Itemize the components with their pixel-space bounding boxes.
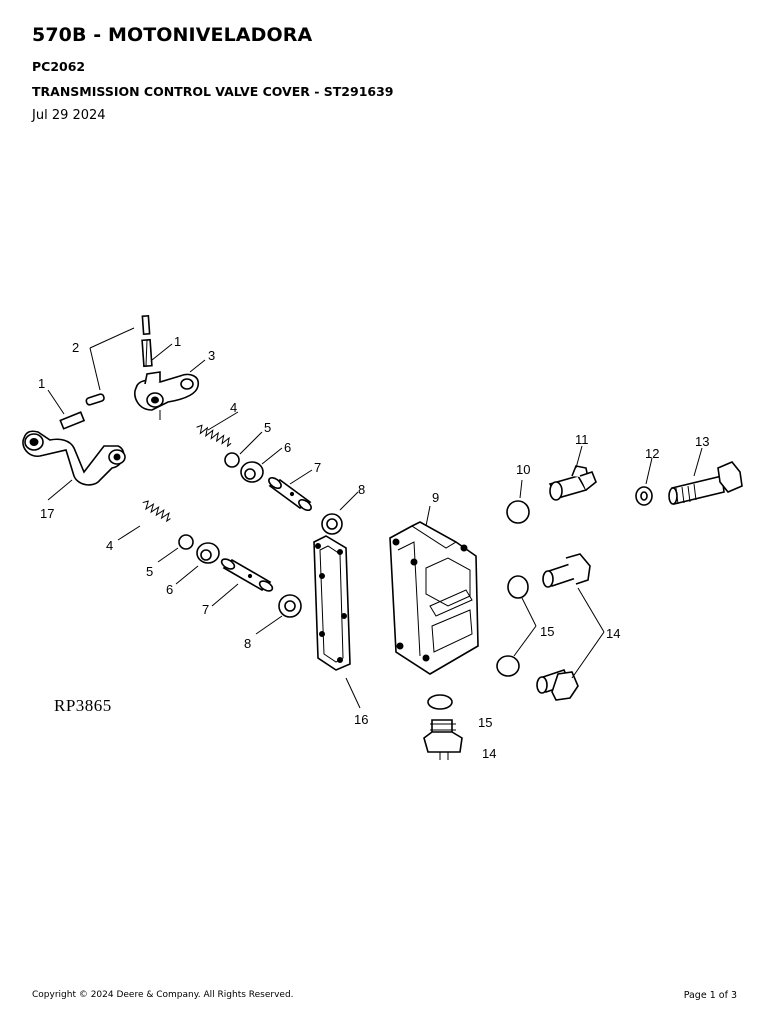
- diagram-reference: RP3865: [54, 696, 112, 715]
- publication-date: Jul 29 2024: [32, 108, 106, 123]
- callout-label: 6: [166, 582, 173, 597]
- callout-label: 7: [314, 460, 321, 475]
- washer-15c-part: [427, 694, 453, 710]
- page-subtitle: TRANSMISSION CONTROL VALVE COVER - ST291…: [32, 84, 394, 99]
- plug-14c-part: [423, 719, 463, 760]
- spring-upper-part: [196, 424, 232, 448]
- callout-label: 1: [174, 334, 181, 349]
- pin-part: [59, 314, 153, 430]
- callout-label: 16: [354, 712, 368, 727]
- shaft-lower-part: [220, 558, 274, 592]
- fitting-11-part: [548, 465, 597, 501]
- page-title: 570B - MOTONIVELADORA: [32, 24, 313, 46]
- callout-label: 11: [575, 432, 589, 447]
- bushing-lower-part: [196, 542, 220, 564]
- callout-label: 8: [244, 636, 251, 651]
- seal-lower-part: [278, 594, 302, 618]
- callout-label: 4: [106, 538, 113, 553]
- shaft-upper-part: [268, 476, 312, 512]
- valve-cover-part: [389, 521, 479, 675]
- leader-lines: [47, 327, 703, 709]
- spring-lower-part: [142, 500, 171, 523]
- washer-15-part: [507, 575, 529, 599]
- callout-labels: 1 2 1 3 4 5 6 7 8 17 4 5 6 7 8 16 9 10 1…: [38, 334, 709, 761]
- bolt-13-part: [668, 461, 743, 505]
- bushing-upper-part: [240, 461, 264, 483]
- plug-14b-part: [536, 669, 579, 701]
- callout-label: 9: [432, 490, 439, 505]
- washer-10-part: [506, 500, 530, 524]
- shift-lever-part: [22, 430, 126, 486]
- callout-label: 5: [146, 564, 153, 579]
- plug-14a-part: [542, 553, 591, 588]
- callout-label: 15: [478, 715, 492, 730]
- page-indicator: Page 1 of 3: [683, 990, 737, 1001]
- gasket-part: [313, 535, 351, 671]
- callout-label: 3: [208, 348, 215, 363]
- exploded-parts-diagram: 1 2 1 3 4 5 6 7 8 17 4 5 6 7 8 16 9 10 1…: [22, 314, 743, 761]
- callout-label: 12: [645, 446, 659, 461]
- callout-label: 15: [540, 624, 554, 639]
- callout-label: 1: [38, 376, 45, 391]
- callout-label: 5: [264, 420, 271, 435]
- callout-label: 13: [695, 434, 709, 449]
- lever-arm-part: [134, 371, 200, 420]
- callout-label: 7: [202, 602, 209, 617]
- callout-label: 8: [358, 482, 365, 497]
- washer-12-part: [635, 486, 653, 506]
- washer-lower-part: [178, 534, 194, 550]
- callout-label: 10: [516, 462, 530, 477]
- callout-label: 4: [230, 400, 237, 415]
- callout-label: 14: [482, 746, 496, 761]
- callout-label: 17: [40, 506, 54, 521]
- catalog-code: PC2062: [32, 59, 86, 74]
- seal-upper-part: [321, 513, 343, 535]
- callout-label: 6: [284, 440, 291, 455]
- washer-upper-part: [224, 452, 240, 468]
- washer-15b-part: [496, 655, 520, 677]
- callout-label: 14: [606, 626, 620, 641]
- copyright-notice: Copyright © 2024 Deere & Company. All Ri…: [32, 990, 294, 1000]
- callout-label: 2: [72, 340, 79, 355]
